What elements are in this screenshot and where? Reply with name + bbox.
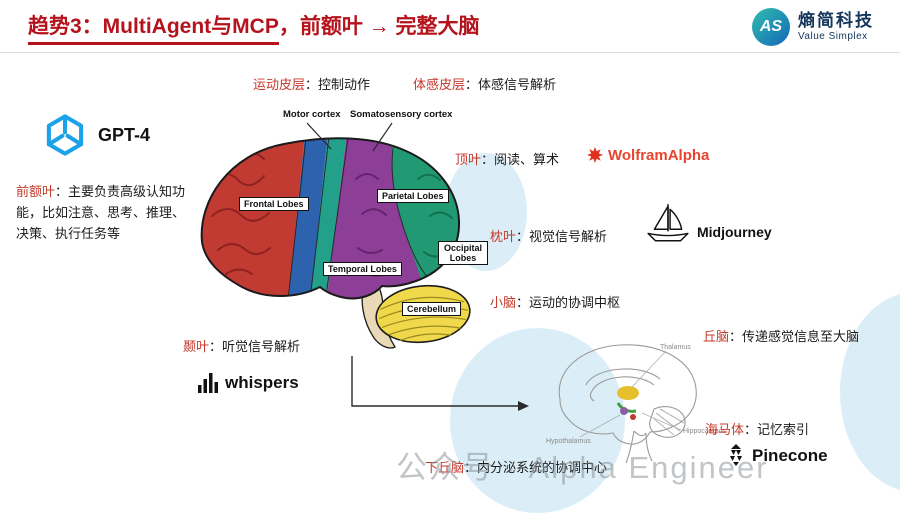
somatosensory-cortex-region xyxy=(310,138,348,299)
annotation-desc: ：内分泌系统的协调中心 xyxy=(464,460,608,475)
sagittal-label-hippocampus: Hippocampus xyxy=(683,428,726,435)
annotation-somatosensory: 体感皮层：体感信号解析 xyxy=(413,74,556,93)
annotation-prefrontal: 前额叶：主要负责高级认知功能，比如注意、思考、推理、决策、执行任务等 xyxy=(16,182,194,244)
annotation-cerebellum: 小脑：运动的协调中枢 xyxy=(490,292,620,311)
annotation-desc: ：听觉信号解析 xyxy=(209,339,301,354)
pinecone-label: Pinecone xyxy=(752,445,828,465)
sagittal-label-thalamus: Thalamus xyxy=(660,344,691,351)
annotation-term: 丘脑 xyxy=(703,329,730,344)
annotation-term: 枕叶 xyxy=(490,229,517,244)
annotation-thalamus: 丘脑：传递感觉信息至大脑 xyxy=(703,326,859,345)
sagittal-label-hypothalamus: Hypothalamus xyxy=(546,438,591,445)
annotation-term: 体感皮层 xyxy=(413,77,466,92)
brain-illustration xyxy=(200,137,471,349)
page-title: 趋势3：MultiAgent与MCP，前额叶 → 完整大脑 xyxy=(28,10,480,45)
annotation-desc: ：记忆索引 xyxy=(744,422,810,437)
annotation-desc: ：体感信号解析 xyxy=(465,77,557,92)
annotation-desc: ：运动的协调中枢 xyxy=(516,295,621,310)
pituitary-region xyxy=(630,414,636,420)
cerebellum-tag: Cerebellum xyxy=(402,302,462,316)
sagittal-brain-illustration: Thalamus Hypothalamus Hippocampus xyxy=(546,344,726,464)
annotation-occipital: 枕叶：视觉信号解析 xyxy=(490,226,607,245)
somatosensory-cortex-label: Somatosensory cortex xyxy=(350,109,453,120)
midjourney-logo: Midjourney xyxy=(645,202,772,244)
wolframalpha-logo: WolframAlpha xyxy=(586,146,709,164)
frontal-lobes-tag: Frontal Lobes xyxy=(239,197,309,211)
annotation-desc: ：主要负责高级认知功能，比如注意、思考、推理、决策、执行任务等 xyxy=(16,184,186,241)
gpt4-logo: GPT-4 xyxy=(42,112,150,158)
audio-bars-icon xyxy=(198,373,218,393)
wolfram-star-icon xyxy=(586,146,604,164)
midjourney-label: Midjourney xyxy=(697,224,772,240)
brand-circle-icon: AS xyxy=(752,8,790,46)
motor-cortex-label: Motor cortex xyxy=(283,109,341,120)
whispers-label: whispers xyxy=(225,373,299,392)
brand-logo: AS 熵简科技 Value Simplex xyxy=(752,8,874,46)
annotation-motor-cortex: 运动皮层：控制动作 xyxy=(253,74,370,93)
annotation-term: 海马体 xyxy=(705,422,745,437)
annotation-term: 小脑 xyxy=(490,295,517,310)
annotation-term: 顶叶 xyxy=(455,152,482,167)
annotation-desc: ：阅读、算术 xyxy=(481,152,560,167)
sagittal-cerebellum xyxy=(649,406,686,438)
brand-name: 熵简科技 xyxy=(798,11,874,31)
header-divider xyxy=(0,52,900,53)
annotation-desc: ：控制动作 xyxy=(305,77,371,92)
annotation-desc: ：传递感觉信息至大脑 xyxy=(729,329,860,344)
hypothalamus-region xyxy=(620,407,628,415)
parietal-temporal-region xyxy=(326,138,428,299)
annotation-desc: ：视觉信号解析 xyxy=(516,229,608,244)
annotation-hippocampus: 海马体：记忆索引 xyxy=(705,419,809,438)
brand-text: 熵简科技 Value Simplex xyxy=(798,11,874,42)
wolframalpha-label: WolframAlpha xyxy=(608,146,710,164)
occipital-lobes-tag: Occipital Lobes xyxy=(438,241,488,265)
temporal-lobes-tag: Temporal Lobes xyxy=(323,262,402,276)
pinecone-logo: Pinecone xyxy=(726,444,828,467)
annotation-term: 前额叶 xyxy=(16,184,56,199)
annotation-hypothalamus: 下丘脑：内分泌系统的协调中心 xyxy=(425,457,607,476)
page-title-rest: ，前额叶 → 完整大脑 xyxy=(278,15,480,38)
background-blob-right-edge xyxy=(840,292,900,492)
pinecone-icon xyxy=(730,444,742,466)
whispers-logo: whispers xyxy=(198,372,299,394)
motor-cortex-region xyxy=(288,138,329,299)
gpt4-label: GPT-4 xyxy=(98,124,151,145)
annotation-term: 颞叶 xyxy=(183,339,210,354)
cerebrum-outline xyxy=(200,137,461,300)
annotation-parietal: 顶叶：阅读、算术 xyxy=(455,149,559,168)
annotation-temporal: 颞叶：听觉信号解析 xyxy=(183,336,300,355)
annotation-term: 下丘脑 xyxy=(425,460,465,475)
sagittal-outline xyxy=(558,344,697,445)
brand-tagline: Value Simplex xyxy=(798,31,868,43)
watermark: 公众号 · Alpha Engineer xyxy=(396,450,769,485)
slide: 趋势3：MultiAgent与MCP，前额叶 → 完整大脑 AS 熵简科技 Va… xyxy=(0,8,900,513)
openai-icon xyxy=(46,114,84,156)
sailboat-icon xyxy=(647,204,689,242)
page-title-underlined: 趋势3：MultiAgent与MCP xyxy=(28,15,279,45)
parietal-lobes-tag: Parietal Lobes xyxy=(377,189,449,203)
thalamus-region xyxy=(617,386,639,400)
annotation-term: 运动皮层 xyxy=(253,77,306,92)
